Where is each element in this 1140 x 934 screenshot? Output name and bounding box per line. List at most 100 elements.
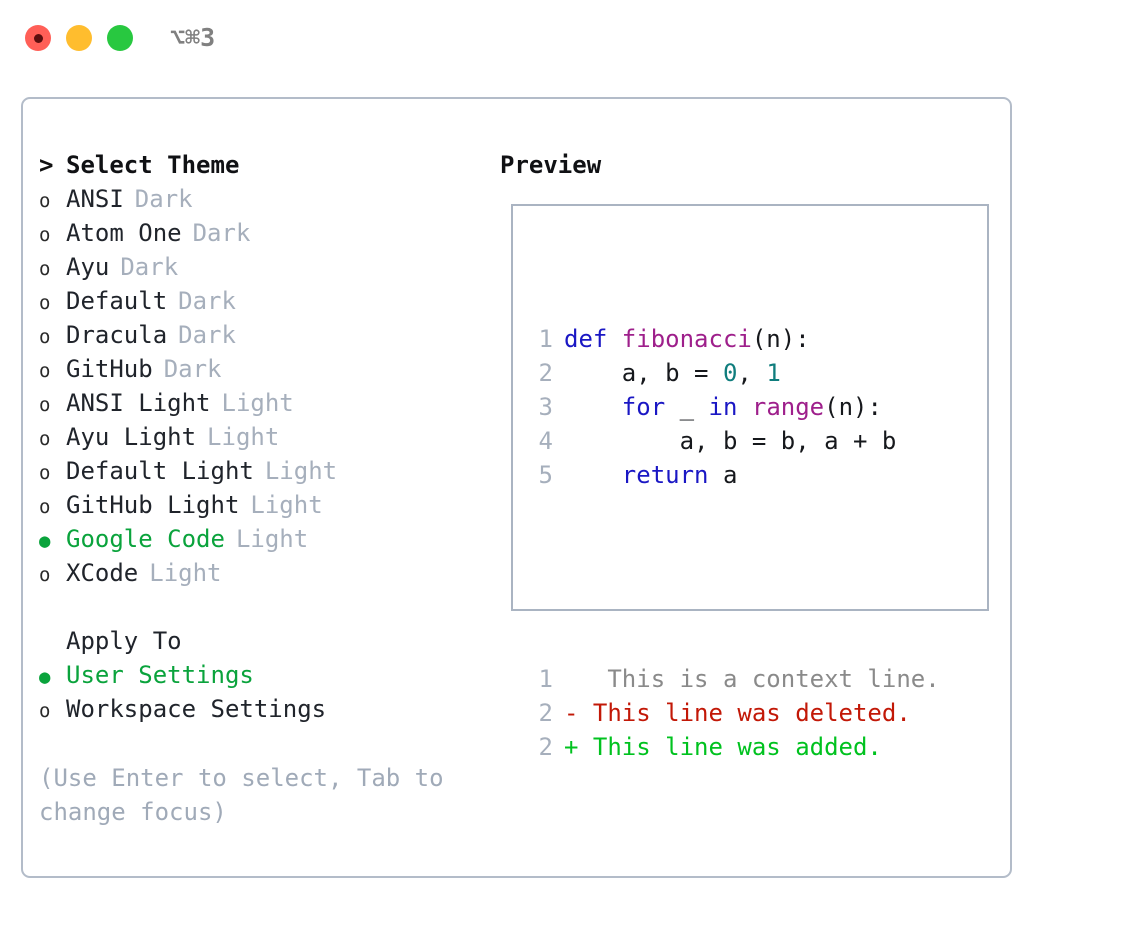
radio-selected-icon[interactable]: ●	[39, 530, 51, 552]
code-token: _	[665, 393, 709, 421]
radio-unselected-icon[interactable]: o	[39, 360, 51, 382]
theme-option-label: GitHub	[66, 355, 153, 383]
code-token: fibonacci	[621, 325, 752, 353]
code-token: ,	[737, 359, 767, 387]
line-number: 2	[538, 699, 553, 727]
keyboard-hint: (Use Enter to select, Tab to change focu…	[39, 764, 444, 826]
minimize-button[interactable]	[66, 25, 92, 51]
diff-line-text: - This line was deleted.	[564, 699, 911, 727]
code-token: a, b = b, a + b	[564, 427, 897, 455]
radio-unselected-icon[interactable]: o	[39, 428, 51, 450]
theme-option-label: ANSI Light	[66, 389, 211, 417]
apply-to-option[interactable]: ● User Settings	[39, 658, 494, 692]
theme-list-header: > Select Theme	[39, 148, 494, 182]
code-token: range	[751, 393, 825, 421]
theme-option-label: Dracula	[66, 321, 168, 349]
title-bar: ⌥⌘3	[0, 0, 1140, 78]
theme-option-label: Atom One	[66, 219, 182, 247]
diff-line: 2 + This line was added.	[532, 730, 940, 764]
theme-option-category: Dark	[192, 219, 251, 247]
close-button[interactable]	[25, 25, 51, 51]
theme-option-category: Light	[207, 423, 280, 451]
radio-unselected-icon[interactable]: o	[39, 462, 51, 484]
diff-line-text: This is a context line.	[564, 665, 940, 693]
radio-unselected-icon[interactable]: o	[39, 292, 51, 314]
theme-option-category: Dark	[134, 185, 193, 213]
theme-option[interactable]: o Atom One Dark	[39, 216, 494, 250]
list-spacer	[39, 590, 494, 624]
preview-column: Preview	[500, 148, 990, 219]
theme-option-label: Ayu Light	[66, 423, 197, 451]
radio-unselected-icon[interactable]: o	[39, 496, 51, 518]
preview-title: Preview	[500, 151, 602, 179]
line-number: 2	[538, 359, 553, 387]
code-token: 1	[766, 359, 781, 387]
code-token	[564, 393, 622, 421]
apply-to-options-list: ● User Settings o Workspace Settings	[39, 658, 494, 726]
apply-to-option-label: Workspace Settings	[66, 695, 327, 723]
line-number: 1	[538, 665, 553, 693]
theme-option-label: GitHub Light	[66, 491, 240, 519]
code-line: 5 return a	[532, 458, 940, 492]
theme-option-label: Default Light	[66, 457, 254, 485]
code-token: a, b =	[564, 359, 723, 387]
theme-option[interactable]: o Ayu Light Light	[39, 420, 494, 454]
apply-to-header: Apply To	[39, 624, 494, 658]
line-number: 3	[538, 393, 553, 421]
radio-unselected-icon[interactable]: o	[39, 700, 51, 722]
code-token: a	[708, 461, 738, 489]
window-title: ⌥⌘3	[170, 23, 216, 52]
theme-option-label: ANSI	[66, 185, 124, 213]
code-token: in	[708, 393, 738, 421]
theme-option-category: Dark	[120, 253, 179, 281]
radio-unselected-icon[interactable]: o	[39, 190, 51, 212]
diff-line: 1 This is a context line.	[532, 662, 940, 696]
code-line: 3 for _ in range(n):	[532, 390, 940, 424]
theme-option-label: Google Code	[66, 525, 225, 553]
code-line: 4 a, b = b, a + b	[532, 424, 940, 458]
apply-to-option-label: User Settings	[66, 661, 254, 689]
radio-unselected-icon[interactable]: o	[39, 394, 51, 416]
diff-sample: 1 This is a context line. 2 - This line wa…	[532, 662, 940, 764]
radio-unselected-icon[interactable]: o	[39, 326, 51, 348]
theme-option[interactable]: o ANSI Light Light	[39, 386, 494, 420]
line-number: 1	[538, 325, 553, 353]
apply-to-option[interactable]: o Workspace Settings	[39, 692, 494, 726]
caret-icon: >	[39, 151, 54, 179]
diff-line: 2 - This line was deleted.	[532, 696, 940, 730]
theme-option-category: Light	[221, 389, 294, 417]
theme-option-label: Default	[66, 287, 168, 315]
diff-line-text: + This line was added.	[564, 733, 882, 761]
code-token	[737, 393, 751, 421]
code-token	[564, 461, 622, 489]
radio-unselected-icon[interactable]: o	[39, 564, 51, 586]
code-token: for	[621, 393, 666, 421]
radio-selected-icon[interactable]: ●	[39, 666, 51, 688]
zoom-button[interactable]	[107, 25, 133, 51]
theme-option[interactable]: o Default Dark	[39, 284, 494, 318]
line-number: 2	[538, 733, 553, 761]
theme-option-category: Dark	[178, 287, 236, 315]
theme-option-label: XCode	[66, 559, 139, 587]
radio-unselected-icon[interactable]: o	[39, 224, 51, 246]
apply-to-title: Apply To	[66, 627, 182, 655]
radio-unselected-icon[interactable]: o	[39, 258, 51, 280]
code-token: def	[564, 325, 622, 353]
theme-option[interactable]: o ANSI Dark	[39, 182, 494, 216]
code-token: (n):	[824, 393, 882, 421]
